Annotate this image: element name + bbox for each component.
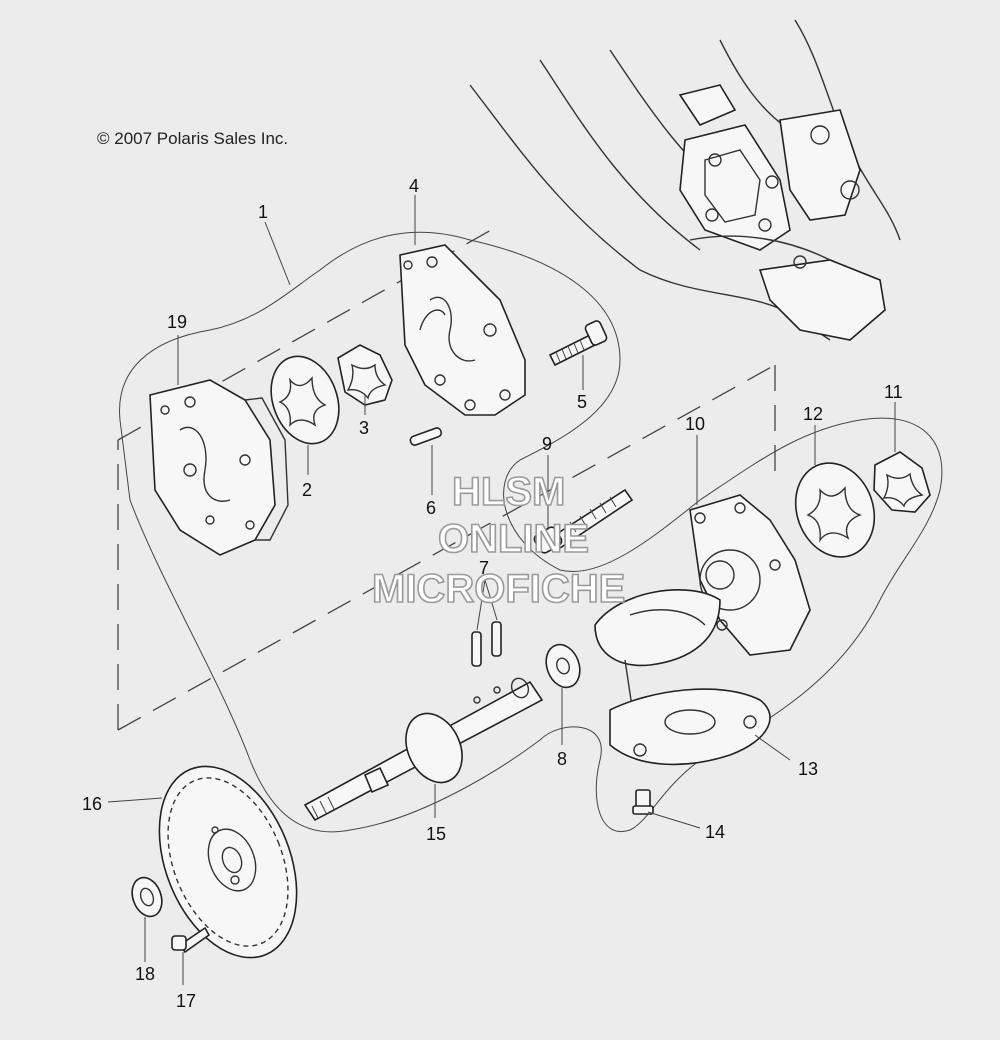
part-12-outer-rotor[interactable] — [783, 452, 887, 568]
part-3-inner-rotor[interactable] — [337, 344, 393, 406]
callout-7: 7 — [479, 558, 489, 578]
callout-15: 15 — [426, 824, 446, 844]
watermark-line-1: HLSM — [452, 470, 565, 514]
watermark: HLSM ONLINE MICROFICHE — [371, 469, 626, 612]
callout-11: 11 — [884, 382, 903, 402]
callout-3: 3 — [359, 418, 369, 438]
callout-8: 8 — [557, 749, 567, 769]
callout-4: 4 — [409, 176, 419, 196]
engine-crankcase — [469, 19, 901, 341]
leader-lines — [107, 195, 896, 985]
callout-14: 14 — [705, 822, 725, 842]
part-8-washer[interactable] — [540, 640, 585, 692]
part-17-small-bolt[interactable] — [171, 926, 211, 954]
callout-9: 9 — [542, 434, 552, 454]
part-16-gear[interactable] — [133, 746, 323, 978]
part-19-pump-housing[interactable] — [149, 379, 289, 556]
callout-13: 13 — [798, 759, 818, 779]
part-7-pins[interactable] — [471, 621, 502, 667]
copyright-text: © 2007 Polaris Sales Inc. — [97, 129, 289, 148]
callout-5: 5 — [577, 392, 587, 412]
part-6-dowel-pin[interactable] — [409, 427, 443, 446]
callout-12: 12 — [803, 404, 823, 424]
callout-1: 1 — [258, 202, 268, 222]
callout-18: 18 — [135, 964, 155, 984]
part-15-shaft[interactable] — [303, 676, 544, 822]
assembly-outline — [119, 231, 943, 833]
callout-10: 10 — [685, 414, 705, 434]
callout-6: 6 — [426, 498, 436, 518]
part-9-bolt[interactable] — [533, 488, 634, 555]
part-14-small-bolt[interactable] — [632, 789, 654, 815]
callout-17: 17 — [176, 991, 196, 1011]
callout-2: 2 — [302, 480, 312, 500]
callout-16: 16 — [82, 794, 102, 814]
part-2-outer-rotor[interactable] — [260, 347, 351, 453]
callout-labels: 1 2 3 4 5 6 7 8 9 10 11 12 13 14 15 16 1… — [82, 176, 903, 1011]
part-4-pump-plate[interactable] — [399, 244, 526, 416]
callout-19: 19 — [167, 312, 187, 332]
watermark-line-2: ONLINE — [438, 517, 589, 561]
watermark-line-3: MICROFICHE — [372, 567, 625, 611]
part-5-bolt[interactable] — [548, 320, 608, 367]
part-18-washer[interactable] — [127, 873, 167, 920]
part-11-inner-rotor[interactable] — [873, 451, 931, 513]
part-13-screen-cover[interactable] — [609, 688, 771, 766]
